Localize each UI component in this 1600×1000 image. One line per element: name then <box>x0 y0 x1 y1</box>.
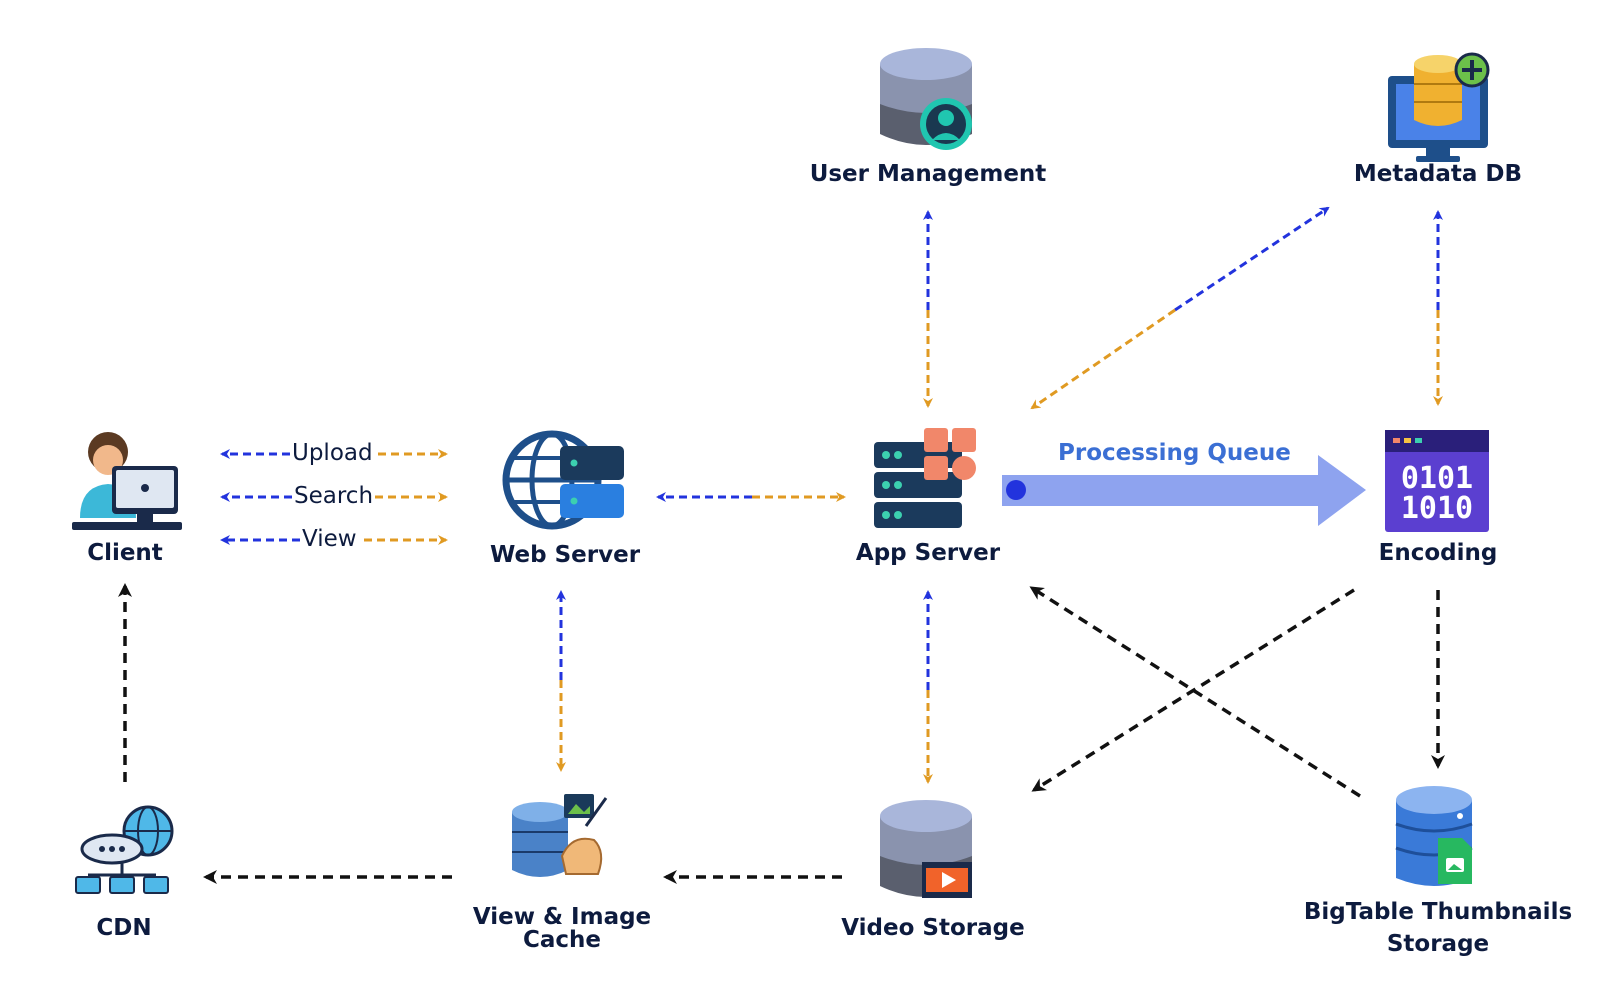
metadata-database-monitor-icon <box>1388 52 1490 162</box>
encoding-label: Encoding <box>1378 540 1498 566</box>
connector-app-metadata <box>1030 206 1330 410</box>
video-database-icon <box>880 800 972 898</box>
flow-bigtable-to-app <box>1029 586 1361 798</box>
queue-start-dot <box>1006 480 1026 500</box>
client-label: Client <box>87 540 163 566</box>
metadata-db-label: Metadata DB <box>1353 161 1523 187</box>
video-storage-label: Video Storage <box>841 915 1025 941</box>
app-server-label: App Server <box>855 540 1001 566</box>
cache-label-line2: Cache <box>522 927 601 953</box>
encoding-bits-bottom: 1010 <box>1401 491 1473 526</box>
bigtable-label-line1: BigTable Thumbnails <box>1303 899 1573 925</box>
binary-encoding-icon: 0101 1010 <box>1385 430 1489 532</box>
edge-label-view: View <box>300 526 359 552</box>
web-server-label: Web Server <box>489 542 641 568</box>
encoding-bits-top: 0101 <box>1401 461 1473 496</box>
web-server-globe-icon <box>502 430 624 530</box>
processing-queue-label: Processing Queue <box>1058 440 1291 466</box>
processing-queue-arrow <box>1002 455 1366 526</box>
cdn-network-icon <box>75 805 174 894</box>
user-management-label: User Management <box>809 161 1047 187</box>
cache-label-line1: View & Image <box>472 904 652 930</box>
cache-database-broom-icon <box>512 794 608 877</box>
edge-label-search: Search <box>292 483 376 509</box>
edge-label-upload: Upload <box>290 440 375 466</box>
thumbnail-database-icon <box>1395 786 1473 886</box>
cdn-label: CDN <box>96 915 152 941</box>
user-database-icon <box>880 48 972 150</box>
bigtable-label-line2: Storage <box>1386 931 1490 957</box>
client-computer-icon <box>72 432 182 530</box>
app-server-rack-icon <box>874 428 976 528</box>
